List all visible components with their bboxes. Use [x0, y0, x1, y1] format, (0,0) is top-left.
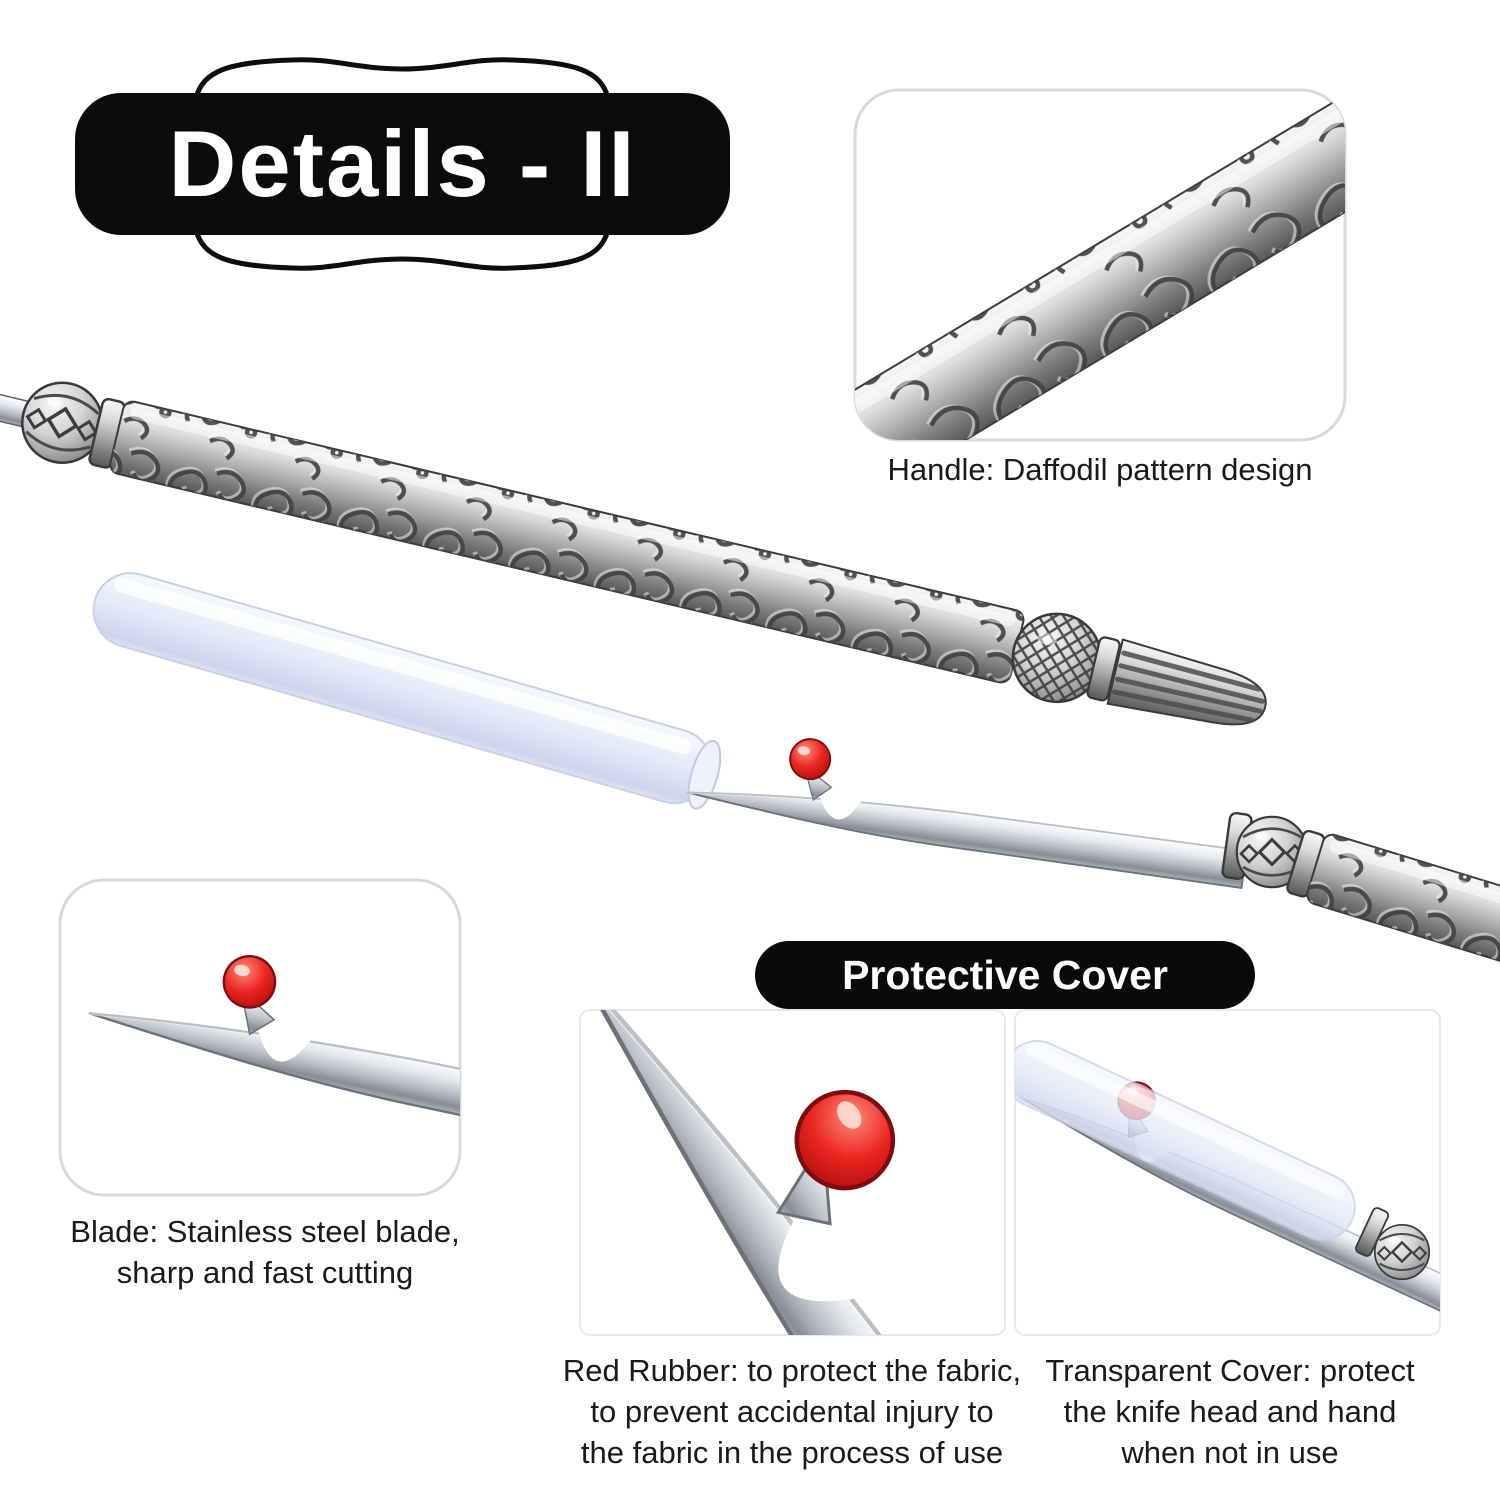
- handle-caption: Handle: Daffodil pattern design: [887, 452, 1313, 487]
- handle-pattern-closeup: [855, 90, 1345, 440]
- main-product-photo: [0, 372, 1500, 970]
- blade-caption: Blade: Stainless steel blade, sharp and …: [70, 1214, 460, 1290]
- title-badge: Details - II: [75, 93, 730, 235]
- protective-cover-label: Protective Cover: [755, 941, 1255, 1009]
- transparent-cover-closeup: [1015, 1036, 1440, 1332]
- protective-cover-tube: [92, 572, 722, 810]
- page-title: Details - II: [168, 111, 637, 216]
- red-rubber-caption: Red Rubber: to protect the fabric, to pr…: [562, 1353, 1022, 1471]
- ornate-handle-lower: [1284, 828, 1500, 970]
- seam-ripper-blade: [682, 721, 1256, 890]
- ornate-handle: [0, 372, 1267, 726]
- protective-cover-label-text: Protective Cover: [842, 951, 1168, 998]
- transparent-cover-caption: Transparent Cover: protect the knife hea…: [1045, 1353, 1415, 1471]
- title-plaque-ornament: [193, 57, 611, 271]
